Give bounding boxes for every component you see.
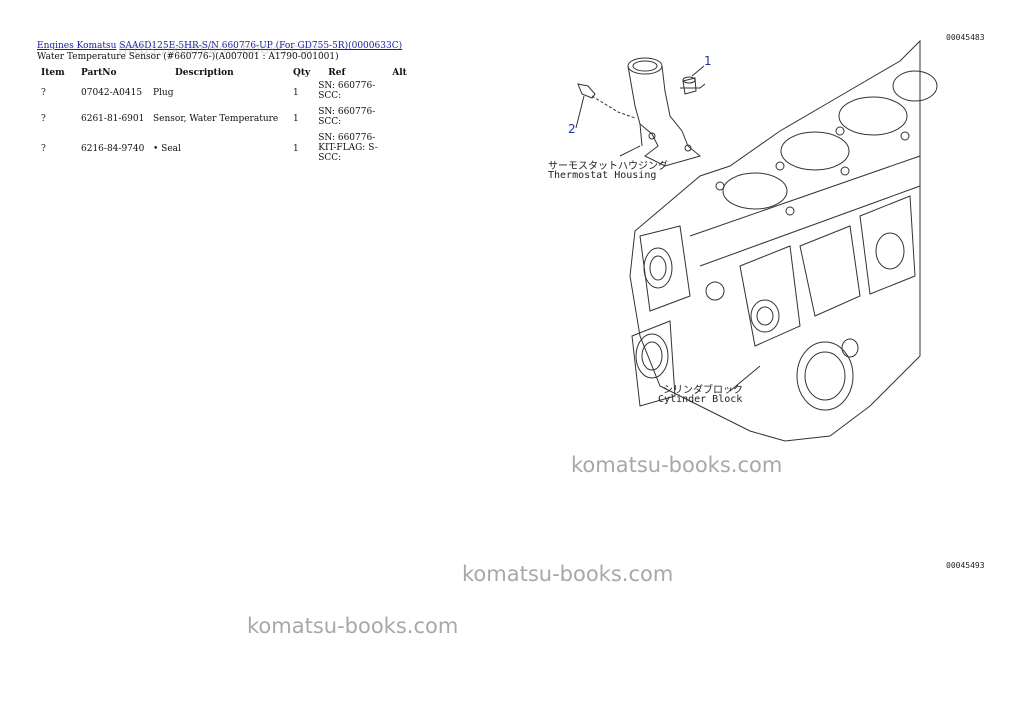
ref-line: SCC:: [318, 117, 342, 127]
ref-line: KIT-FLAG: S-: [318, 143, 378, 153]
breadcrumb-link-engines[interactable]: Engines Komatsu: [37, 41, 117, 51]
drawing-code-bottom: 00045493: [946, 561, 985, 570]
thermostat-label-jp: サーモスタットハウジング: [548, 161, 668, 172]
header-alt: Alt: [392, 68, 407, 78]
table-row: ? 6216-84-9740 • Seal 1 SN: 660776- KIT-…: [37, 132, 411, 166]
cell-description: • Seal: [153, 144, 181, 154]
cell-partno: 07042-A0415: [81, 88, 143, 98]
watermark: komatsu-books.com: [571, 453, 783, 477]
header-item: Item: [41, 68, 65, 78]
cell-description: Plug: [153, 88, 174, 98]
table-header-row: Item PartNo Description Qty Ref Alt: [37, 66, 411, 80]
table-row: ? 6261-81-6901 Sensor, Water Temperature…: [37, 106, 411, 132]
cell-qty: 1: [293, 88, 299, 98]
cylinder-label-en: Cylinder Block: [658, 394, 743, 405]
cylinder-label-jp: シリンダブロック: [663, 385, 743, 396]
watermark: komatsu-books.com: [462, 562, 674, 586]
ref-line: SN: 660776-: [318, 133, 376, 143]
cell-description: Sensor, Water Temperature: [153, 114, 279, 124]
cell-ref: SN: 660776- KIT-FLAG: S- SCC:: [314, 132, 388, 166]
plug-part: [682, 77, 697, 95]
cell-ref: SN: 660776- SCC:: [314, 80, 388, 106]
parts-diagram: [575, 39, 938, 442]
table-row: ? 07042-A0415 Plug 1 SN: 660776- SCC:: [37, 80, 411, 106]
thermostat-label-en: Thermostat Housing: [548, 170, 657, 181]
watermark-url: https://komatsu-books.com: [118, 40, 323, 58]
sensor-part: [577, 83, 596, 99]
header-qty: Qty: [293, 68, 311, 78]
ref-line: SCC:: [318, 153, 342, 163]
breadcrumb: Engines Komatsu SAA6D125E-5HR-S/N 660776…: [37, 41, 402, 51]
cylinder-block-outline: [629, 39, 921, 442]
callout-1: 1: [704, 54, 712, 68]
callout-2: 2: [568, 122, 576, 136]
cell-partno: 6261-81-6901: [81, 114, 145, 124]
cell-qty: 1: [293, 144, 299, 154]
parts-table: Item PartNo Description Qty Ref Alt ? 07…: [37, 66, 411, 166]
drawing-code-top: 00045483: [946, 33, 985, 42]
cell-alt: [388, 132, 411, 166]
page-subtitle: Water Temperature Sensor (#660776-)(A007…: [37, 52, 339, 62]
ref-line: SN: 660776-: [318, 81, 376, 91]
cell-item: ?: [41, 144, 46, 154]
cell-alt: [388, 106, 411, 132]
cell-item: ?: [41, 114, 46, 124]
breadcrumb-link-model[interactable]: SAA6D125E-5HR-S/N 660776-UP (For GD755-5…: [119, 41, 403, 51]
cell-alt: [388, 80, 411, 106]
ref-line: SN: 660776-: [318, 107, 376, 117]
watermark: komatsu-books.com: [247, 614, 459, 638]
cell-partno: 6216-84-9740: [81, 144, 145, 154]
ref-line: SCC:: [318, 91, 342, 101]
header-ref: Ref: [328, 68, 346, 78]
header-description: Description: [175, 68, 234, 78]
header-partno: PartNo: [81, 68, 117, 78]
cell-ref: SN: 660776- SCC:: [314, 106, 388, 132]
cell-item: ?: [41, 88, 46, 98]
cell-qty: 1: [293, 114, 299, 124]
